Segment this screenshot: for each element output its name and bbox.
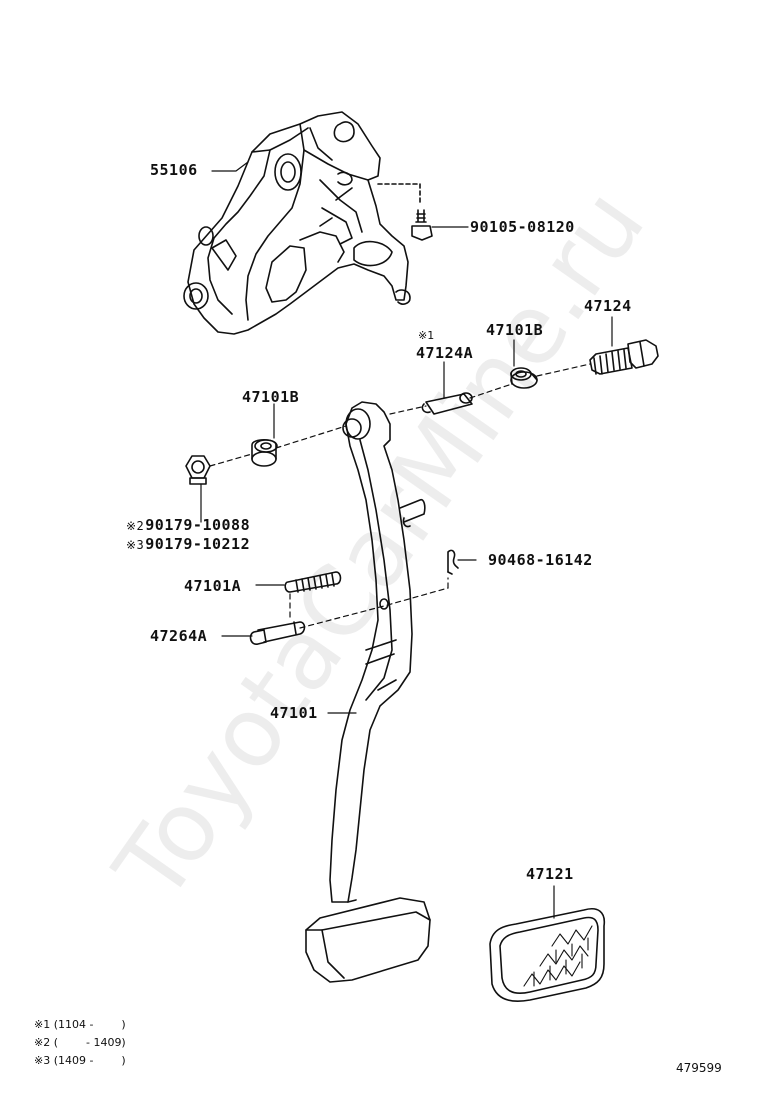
applicability-note-3: ※3 (1409 - ): [34, 1054, 126, 1067]
bolt-47124-drawing: [589, 339, 659, 375]
mark-2: ※2: [126, 519, 145, 533]
label-55106[interactable]: 55106: [150, 161, 198, 179]
label-47121[interactable]: 47121: [526, 865, 574, 883]
label-90105-08120[interactable]: 90105-08120: [470, 218, 575, 236]
label-47124a-mark: ※1: [418, 329, 435, 342]
label-47101a[interactable]: 47101A: [184, 577, 242, 595]
pin-47124a-drawing: [421, 392, 473, 415]
applicability-note-2: ※2 ( - 1409): [34, 1036, 126, 1049]
pedal-pad-47121-drawing: [489, 908, 606, 1002]
label-47101[interactable]: 47101: [270, 704, 318, 722]
label-47124[interactable]: 47124: [584, 297, 632, 315]
pedal-pad-base-drawing: [305, 897, 431, 983]
part-number-90179-10088: 90179-10088: [145, 516, 251, 534]
label-47101b-left[interactable]: 47101B: [242, 388, 300, 406]
mark-3: ※3: [126, 538, 145, 552]
collar-47101b-left-drawing: [251, 438, 278, 467]
applicability-note-1: ※1 (1104 - ): [34, 1018, 126, 1031]
brake-pedal-arm-drawing: [329, 401, 426, 903]
clip-90468-drawing: [447, 549, 459, 575]
pin-47264a-drawing: [249, 621, 306, 645]
leader-lines: [200, 161, 613, 919]
label-90179-10212[interactable]: ※390179-10212: [126, 537, 250, 552]
diagram-id: 479599: [676, 1061, 722, 1075]
part-number-90179-10212: 90179-10212: [145, 535, 251, 553]
label-90179-10088[interactable]: ※290179-10088: [126, 518, 250, 533]
label-47124a[interactable]: 47124A: [416, 344, 474, 362]
assembly-lines: [209, 363, 591, 629]
label-47264a[interactable]: 47264A: [150, 627, 208, 645]
label-90468-16142[interactable]: 90468-16142: [488, 551, 593, 569]
bolt-90105-drawing: [411, 209, 433, 241]
label-47101b-right[interactable]: 47101B: [486, 321, 544, 339]
nut-90179-drawing: [185, 455, 211, 485]
dash-90105: [377, 183, 421, 205]
spring-47101a-drawing: [284, 571, 342, 593]
collar-47101b-right-drawing: [510, 367, 538, 389]
pedal-bracket-drawing: [183, 111, 411, 335]
